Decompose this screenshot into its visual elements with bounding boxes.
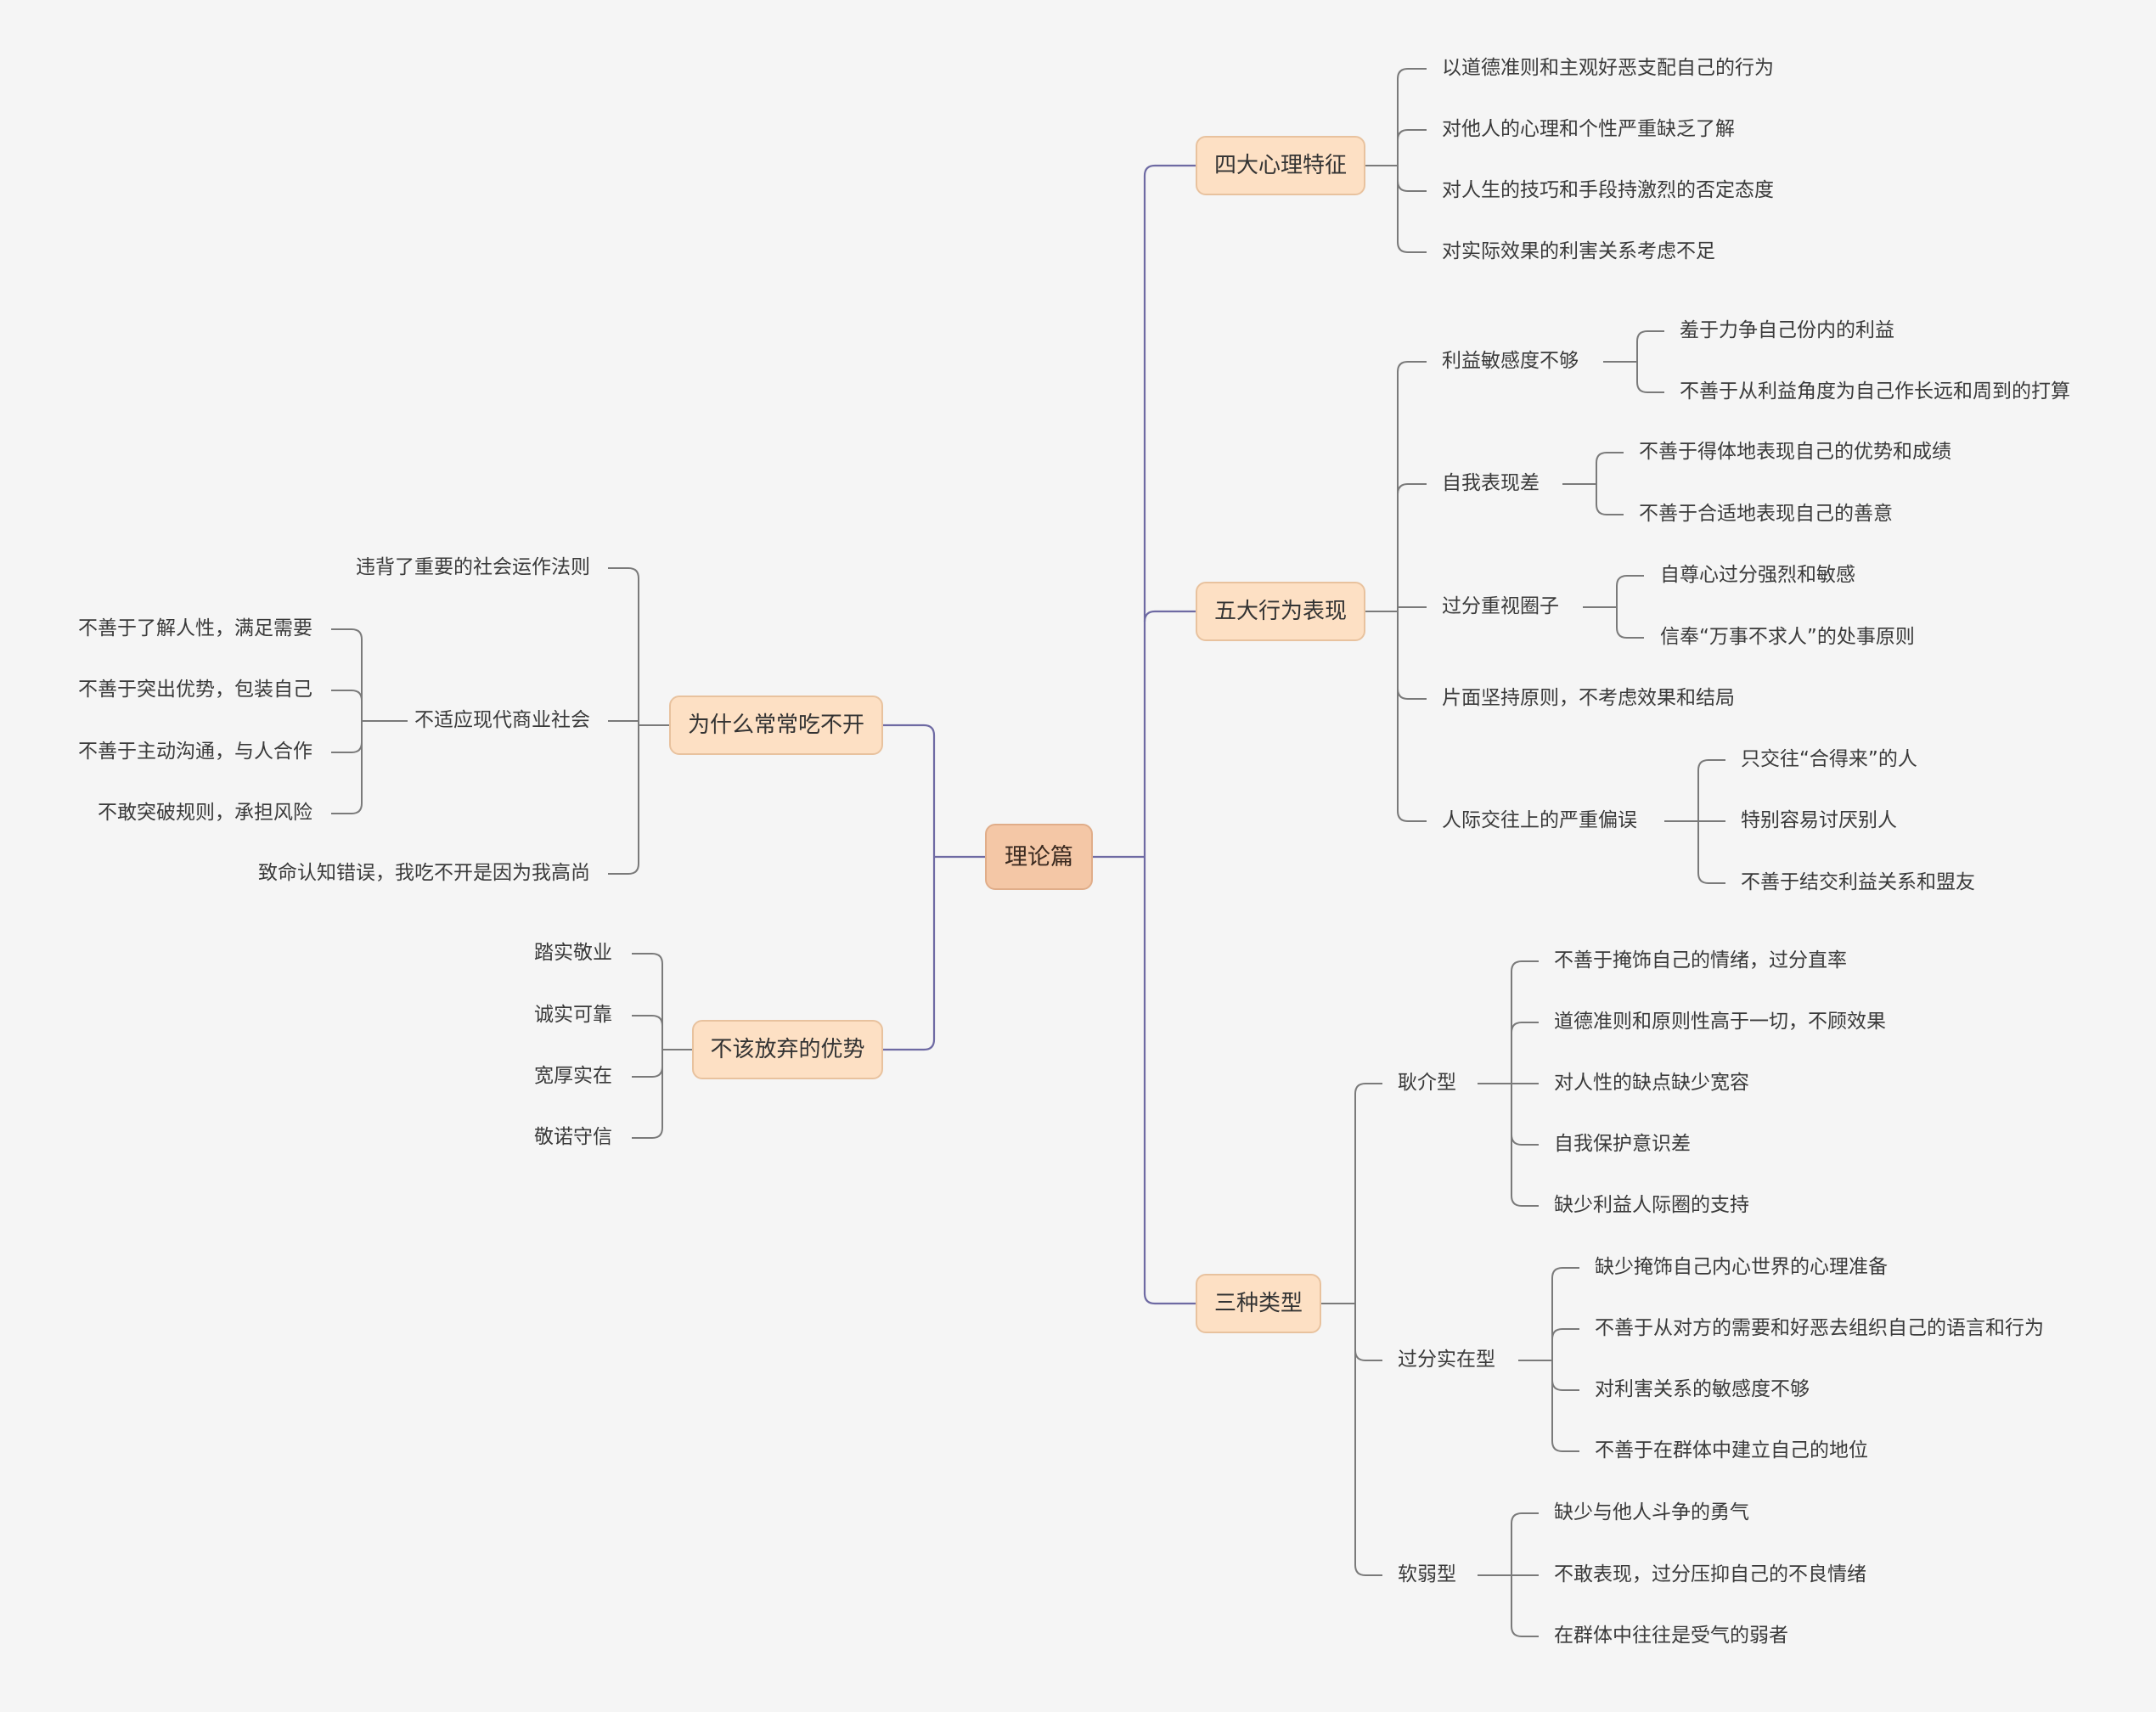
connector <box>1354 1349 1382 1361</box>
connector <box>1551 1267 1579 1279</box>
psych-item: 对他人的心理和个性严重缺乏了解 <box>1442 118 1735 140</box>
connector <box>883 1039 936 1051</box>
connector <box>1354 1083 1382 1095</box>
behav-item: 自我表现差 <box>1442 472 1540 494</box>
connector <box>1143 1292 1196 1305</box>
type-detail: 缺少利益人际圈的支持 <box>1554 1194 1749 1216</box>
type-item: 过分实在型 <box>1398 1349 1495 1371</box>
connector <box>1636 381 1664 393</box>
why-item: 致命认知错误，我吃不开是因为我高尚 <box>258 862 590 884</box>
connector <box>1397 688 1427 700</box>
connector <box>1354 1564 1382 1576</box>
connector <box>1511 1625 1539 1637</box>
why-detail: 不敢突破规则，承担风险 <box>98 802 312 824</box>
connector <box>1596 504 1624 515</box>
topic-types[interactable]: 三种类型 <box>1196 1274 1321 1333</box>
connector <box>331 741 363 753</box>
type-detail: 缺少与他人斗争的勇气 <box>1554 1501 1749 1523</box>
type-item: 软弱型 <box>1398 1563 1456 1585</box>
root-node[interactable]: 理论篇 <box>985 824 1093 890</box>
why-item: 违背了重要的社会运作法则 <box>356 556 590 578</box>
type-detail: 对利害关系的敏感度不够 <box>1595 1378 1810 1400</box>
psych-item: 对实际效果的利害关系考虑不足 <box>1442 240 1715 262</box>
topic-why[interactable]: 为什么常常吃不开 <box>669 696 883 755</box>
behav-item: 片面坚持原则，不考虑效果和结局 <box>1442 687 1735 709</box>
connector <box>1397 180 1427 192</box>
connector <box>1511 1134 1539 1146</box>
behav-detail: 只交往“合得来”的人 <box>1741 748 1917 770</box>
behav-item: 利益敏感度不够 <box>1442 350 1579 372</box>
behav-detail: 不善于合适地表现自己的善意 <box>1639 503 1893 525</box>
connector <box>608 720 639 725</box>
connector <box>1636 330 1664 342</box>
connector <box>632 1066 663 1078</box>
behav-detail: 自尊心过分强烈和敏感 <box>1660 564 1855 586</box>
behav-detail: 不善于从利益角度为自己作长远和周到的打算 <box>1680 380 2070 403</box>
why-detail: 不善于突出优势，包装自己 <box>78 679 312 701</box>
behav-item: 人际交往上的严重偏误 <box>1442 809 1637 831</box>
psych-item: 以道德准则和主观好恶支配自己的行为 <box>1442 57 1774 79</box>
behav-detail: 羞于力争自己份内的利益 <box>1680 319 1894 341</box>
type-detail: 不善于掩饰自己的情绪，过分直率 <box>1554 949 1847 971</box>
connector <box>331 690 363 701</box>
connector <box>1616 575 1644 587</box>
connector <box>1397 241 1427 253</box>
connector <box>331 628 363 640</box>
why-detail: 不善于主动沟通，与人合作 <box>78 741 312 763</box>
type-detail: 道德准则和原则性高于一切，不顾效果 <box>1554 1011 1886 1033</box>
connector <box>1397 68 1427 80</box>
connector <box>608 567 639 579</box>
connector <box>1397 483 1427 495</box>
connector <box>1511 960 1539 972</box>
connector <box>1397 361 1427 373</box>
connector <box>632 1015 663 1027</box>
psych-item: 对人生的技巧和手段持激烈的否定态度 <box>1442 179 1774 201</box>
connector <box>1697 872 1725 884</box>
behav-item: 过分重视圈子 <box>1442 595 1559 617</box>
connector <box>608 863 639 875</box>
connector <box>1551 1440 1579 1452</box>
topic-keep[interactable]: 不该放弃的优势 <box>692 1020 883 1079</box>
connector <box>331 802 363 814</box>
topic-behav[interactable]: 五大行为表现 <box>1196 582 1365 641</box>
keep-item: 宽厚实在 <box>534 1065 612 1087</box>
keep-item: 踏实敬业 <box>534 942 612 964</box>
type-item: 耿介型 <box>1398 1072 1456 1094</box>
behav-detail: 不善于结交利益关系和盟友 <box>1741 871 1975 893</box>
behav-detail: 信奉“万事不求人”的处事原则 <box>1660 626 1915 648</box>
type-detail: 自我保护意识差 <box>1554 1133 1691 1155</box>
why-detail: 不善于了解人性，满足需要 <box>78 617 312 639</box>
keep-item: 敬诺守信 <box>534 1126 612 1148</box>
connector <box>1397 810 1427 822</box>
connector <box>1616 627 1644 639</box>
behav-detail: 特别容易讨厌别人 <box>1741 809 1897 831</box>
connector <box>1551 1328 1579 1340</box>
connector <box>1511 1195 1539 1207</box>
keep-item: 诚实可靠 <box>534 1004 612 1026</box>
connector <box>632 953 663 965</box>
connector <box>1697 759 1725 771</box>
connector <box>1596 452 1624 464</box>
connector <box>1143 610 1196 622</box>
connector <box>883 724 936 736</box>
topic-psych[interactable]: 四大心理特征 <box>1196 136 1365 195</box>
type-detail: 不善于从对方的需要和好恶去组织自己的语言和行为 <box>1595 1317 2044 1339</box>
type-detail: 不敢表现，过分压抑自己的不良情绪 <box>1554 1563 1866 1585</box>
type-detail: 在群体中往往是受气的弱者 <box>1554 1625 1788 1647</box>
why-item: 不适应现代商业社会 <box>414 709 590 731</box>
connector <box>1397 606 1427 611</box>
type-detail: 不善于在群体中建立自己的地位 <box>1595 1439 1868 1461</box>
connector <box>1143 164 1196 177</box>
connector <box>1511 1022 1539 1033</box>
connector <box>1397 129 1427 141</box>
type-detail: 对人性的缺点缺少宽容 <box>1554 1072 1749 1094</box>
connector <box>632 1127 663 1139</box>
connector <box>1511 1512 1539 1524</box>
behav-detail: 不善于得体地表现自己的优势和成绩 <box>1639 441 1951 463</box>
type-detail: 缺少掩饰自己内心世界的心理准备 <box>1595 1256 1888 1278</box>
connector <box>1551 1379 1579 1391</box>
